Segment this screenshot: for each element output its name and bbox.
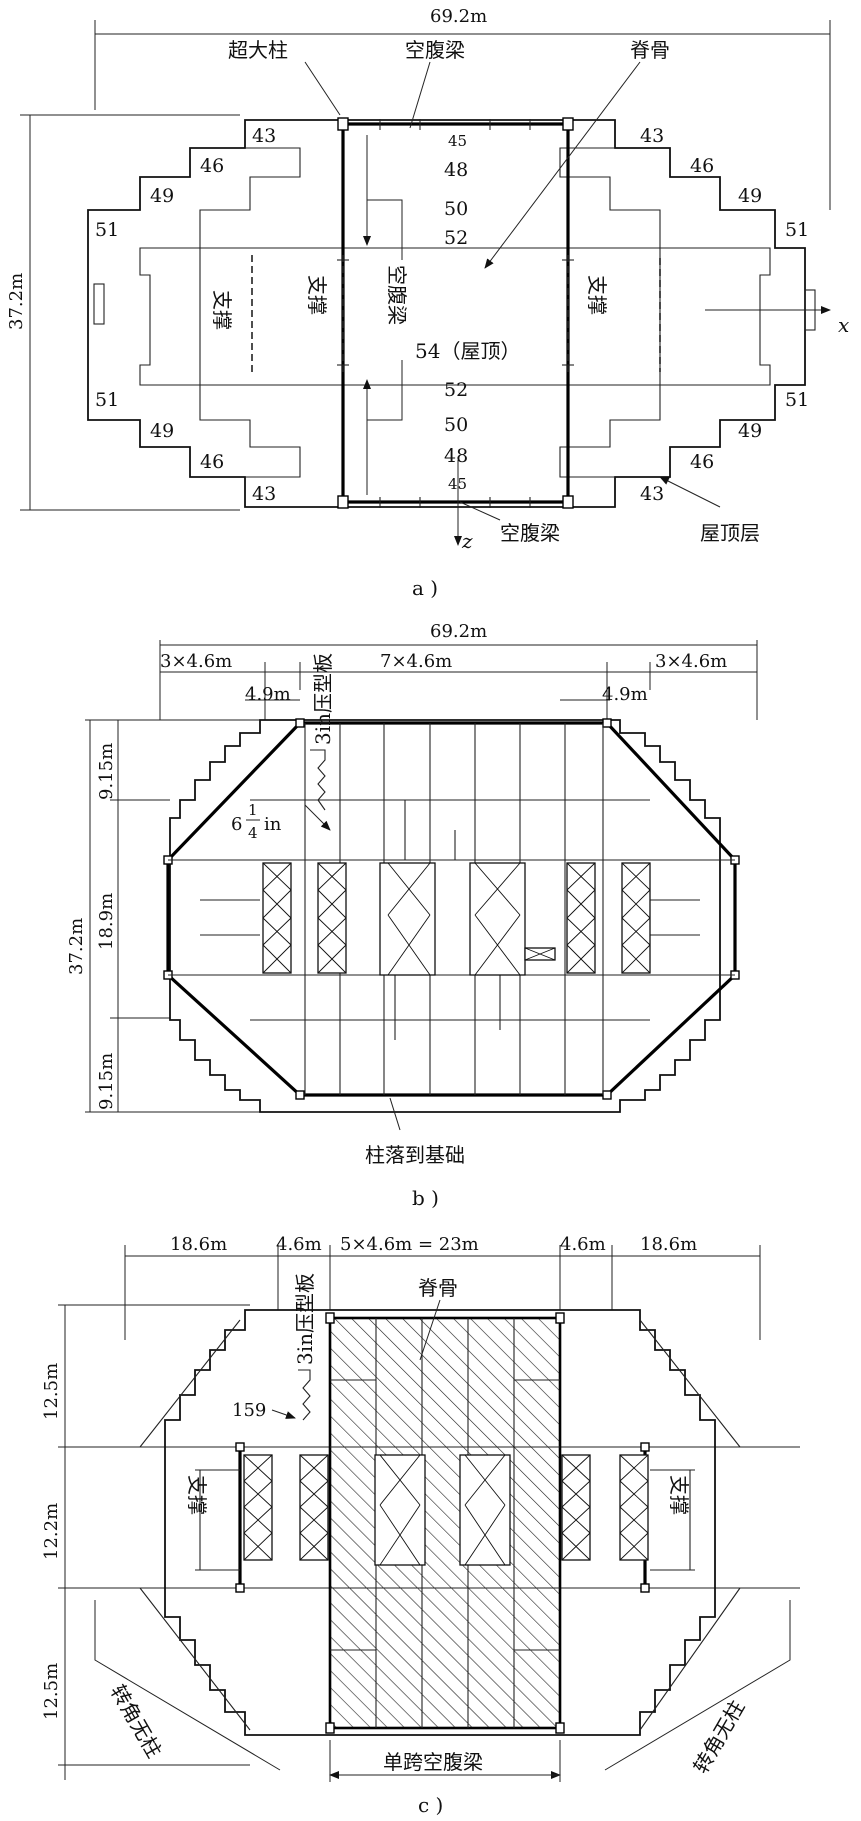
a-floor-46-tr: 46: [690, 155, 714, 177]
a-floor-50-t: 50: [444, 198, 468, 220]
a-stepped-outline: [87, 119, 806, 508]
c-no-corner-col-left: 转角无柱: [106, 1681, 167, 1762]
c-bottom-band-dim: 12.5m: [41, 1663, 62, 1720]
a-vierendeel-top-label: 空腹梁: [405, 38, 465, 62]
a-width-dim: 69.2m: [430, 6, 487, 27]
b-columns-label: 柱落到基础: [365, 1143, 465, 1167]
a-floor-48-t: 48: [444, 159, 468, 181]
b-right-bays-dim: 3×4.6m: [655, 651, 727, 672]
c-center-dim: 5×4.6m = 23m: [340, 1234, 479, 1255]
b-height-dim: 37.2m: [66, 918, 87, 975]
a-brace-left-2-label: 支撑: [305, 275, 329, 315]
c-right-bay-dim: 4.6m: [560, 1234, 606, 1255]
a-floor-45-t: 45: [448, 132, 467, 150]
c-core-braces: [243, 1454, 649, 1566]
a-mega-column-label: 超大柱: [228, 38, 288, 62]
b-left-offset-dim: 4.9m: [245, 684, 291, 705]
a-floor-50-b: 50: [444, 414, 468, 436]
c-mid-band-dim: 12.2m: [41, 1503, 62, 1560]
a-caption: a ): [412, 576, 438, 600]
a-roof-outline: [139, 247, 771, 386]
c-top-band-dim: 12.5m: [41, 1363, 62, 1420]
a-roof-layer-label: 屋顶层: [700, 521, 760, 545]
c-spine-label: 脊骨: [418, 1276, 458, 1300]
b-slab-unit: in: [264, 814, 282, 835]
b-mid-bays-dim: 7×4.6m: [380, 651, 452, 672]
b-core-braces: [262, 862, 651, 976]
c-left-bay-dim: 4.6m: [276, 1234, 322, 1255]
b-mid-band-dim: 18.9m: [96, 893, 117, 950]
a-floor-46-br: 46: [690, 451, 714, 473]
c-caption: c ): [418, 1793, 443, 1817]
c-right-dim: 18.6m: [640, 1234, 697, 1255]
a-floor-51-tr: 51: [785, 219, 809, 241]
a-spine-label: 脊骨: [630, 38, 670, 62]
a-floor-49-tl: 49: [150, 185, 174, 207]
b-slab-frac-den: 4: [248, 824, 258, 842]
a-floor-52-b: 52: [444, 379, 468, 401]
b-slab-depth: 6: [231, 814, 242, 835]
a-floor-46-bl: 46: [200, 451, 224, 473]
c-deck-label: 3in压型板: [293, 1273, 317, 1365]
a-vierendeel-bottom-label: 空腹梁: [500, 521, 560, 545]
a-floor-52-t: 52: [444, 227, 468, 249]
panel-c: 18.6m 4.6m 5×4.6m = 23m 4.6m 18.6m 12.5m…: [41, 1234, 800, 1817]
c-slab-dim: 159: [232, 1400, 266, 1421]
c-brace-left-label: 支撑: [185, 1475, 209, 1515]
b-caption: b ): [412, 1186, 439, 1210]
a-floor-49-tr: 49: [738, 185, 762, 207]
a-floor-43-tl: 43: [252, 125, 276, 147]
a-brace-right-label: 支撑: [585, 275, 609, 315]
a-roof-label: 54（屋顶）: [415, 339, 520, 363]
a-floor-48-b: 48: [444, 445, 468, 467]
c-stepped-outline: [164, 1309, 716, 1736]
c-brace-right-label: 支撑: [667, 1475, 691, 1515]
b-stepped-outline: [169, 719, 721, 1113]
a-floor-51-br: 51: [785, 389, 809, 411]
c-spine-zone: [328, 1316, 562, 1730]
a-height-dim: 37.2m: [6, 273, 27, 330]
panel-b: 69.2m 3×4.6m 7×4.6m 3×4.6m 4.9m 4.9m 37.…: [66, 621, 758, 1210]
a-floor-49-br: 49: [738, 420, 762, 442]
a-floor-51-bl: 51: [95, 389, 119, 411]
c-left-dim: 18.6m: [170, 1234, 227, 1255]
c-no-corner-col-right: 转角无柱: [689, 1696, 750, 1777]
panel-a: 69.2m 37.2m: [6, 6, 849, 600]
a-floor-46-tl: 46: [200, 155, 224, 177]
b-left-bays-dim: 3×4.6m: [160, 651, 232, 672]
a-floor-51-tl: 51: [95, 219, 119, 241]
a-floor-43-bl: 43: [252, 483, 276, 505]
b-width-dim: 69.2m: [430, 621, 487, 642]
a-axis-x: x: [838, 313, 849, 337]
b-top-band-dim: 9.15m: [96, 743, 117, 800]
b-slab-frac-num: 1: [248, 801, 258, 819]
a-floor-49-bl: 49: [150, 420, 174, 442]
a-floor-45-b: 45: [448, 475, 467, 493]
b-bottom-band-dim: 9.15m: [96, 1053, 117, 1110]
a-axis-z: z: [461, 529, 473, 553]
b-deck-label: 3in压型板: [311, 653, 335, 745]
a-floor-43-br: 43: [640, 483, 664, 505]
a-vierendeel-mid-label: 空腹梁: [385, 265, 409, 325]
a-floor-43-tr: 43: [640, 125, 664, 147]
b-right-offset-dim: 4.9m: [602, 684, 648, 705]
c-single-span-label: 单跨空腹梁: [383, 1750, 483, 1774]
a-brace-left-1-label: 支撑: [210, 290, 234, 330]
